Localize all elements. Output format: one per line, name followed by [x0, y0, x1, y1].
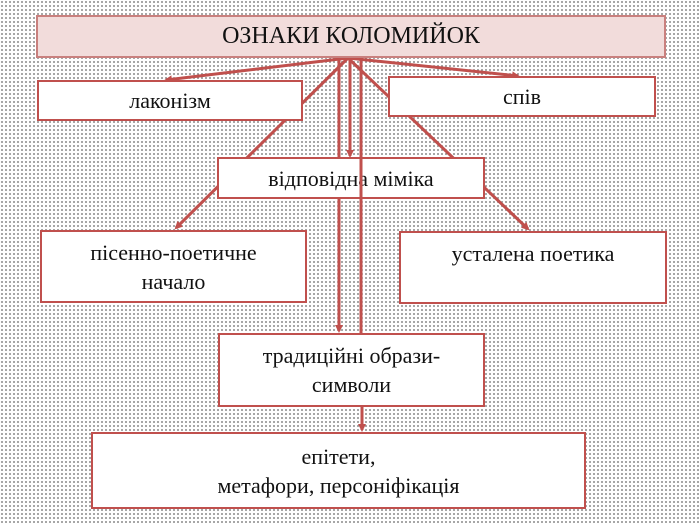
arrow-to-laconism: [164, 56, 349, 84]
node-label: епітети,: [301, 443, 376, 469]
node-label: метафори, персоніфікація: [217, 472, 460, 498]
arrow-to-poetics: [346, 56, 530, 231]
node-symbols: традиційні образи-символи: [218, 333, 485, 407]
arrow-to-song-poetic: [174, 56, 350, 230]
node-tropes: епітети, метафори, персоніфікація: [91, 432, 586, 509]
node-label: традиційні образи-: [262, 343, 441, 368]
node-label: відповідна міміка: [268, 165, 434, 191]
node-singing: спів: [388, 76, 656, 117]
node-label: начало: [141, 268, 206, 294]
node-label: символи: [311, 372, 392, 397]
node-song-poetic: пісенно-поетичне начало: [40, 230, 307, 303]
arrow-to-singing: [347, 56, 520, 80]
node-label: пісенно-поетичне: [90, 239, 257, 265]
diagram-title: ОЗНАКИ КОЛОМИЙОК: [36, 15, 666, 58]
node-label: лаконізм: [129, 88, 211, 113]
title-text: ОЗНАКИ КОЛОМИЙОК: [222, 23, 480, 49]
node-poetics: усталена поетика: [399, 231, 667, 304]
node-label: усталена поетика: [451, 241, 615, 266]
node-mimicry: відповідна міміка: [217, 157, 485, 199]
node-laconism: лаконізм: [37, 80, 303, 121]
node-label: спів: [502, 84, 542, 109]
